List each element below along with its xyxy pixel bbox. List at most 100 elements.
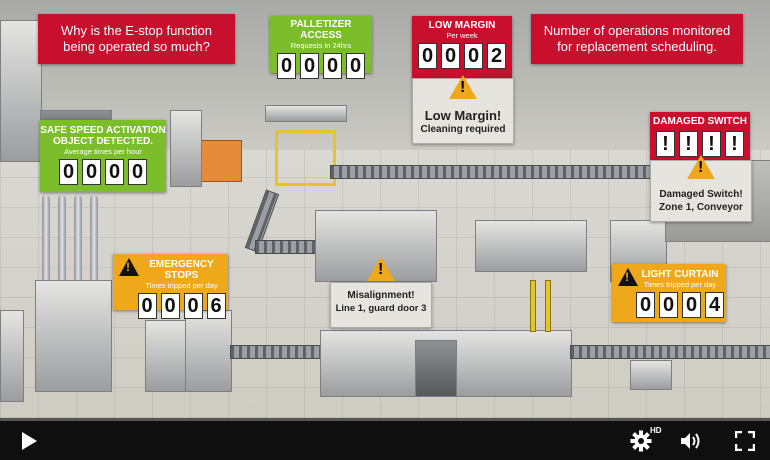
main-line-panel xyxy=(415,340,457,397)
palletizer-frame xyxy=(170,110,202,187)
panel-title: LOW MARGIN xyxy=(428,20,496,31)
panel-subtitle: Average times per hour xyxy=(64,147,142,156)
settings-button[interactable]: HD xyxy=(624,426,662,456)
front-conveyor-left xyxy=(230,345,327,359)
alert-title: Damaged Switch! xyxy=(659,189,743,200)
warning-icon xyxy=(618,268,638,286)
orange-cell xyxy=(195,140,242,182)
play-icon xyxy=(22,432,37,450)
estop-question-text: Why is the E-stop function being operate… xyxy=(60,23,212,54)
low-margin-alert[interactable]: Low Margin! Cleaning required xyxy=(412,75,514,144)
counter-digit: ! xyxy=(725,131,744,157)
warning-icon xyxy=(119,258,139,276)
counter-digit: 0 xyxy=(300,53,319,79)
panel-subtitle: Per week xyxy=(446,31,478,40)
left-hopper xyxy=(0,310,24,402)
hd-badge: HD xyxy=(650,426,662,435)
counter-digit: 0 xyxy=(323,53,342,79)
counter-digit: 4 xyxy=(705,292,724,318)
rear-conveyor xyxy=(330,165,652,179)
counter-digit: 0 xyxy=(659,292,678,318)
fullscreen-icon xyxy=(735,431,755,451)
counter: ! ! ! ! xyxy=(650,131,750,157)
counter-digit: 0 xyxy=(418,43,437,69)
alert-detail: Line 1, guard door 3 xyxy=(335,303,427,314)
counter: 0 0 0 2 xyxy=(412,43,512,69)
light-curtain-post xyxy=(545,280,551,332)
damaged-switch-alert[interactable]: Damaged Switch! Zone 1, Conveyor xyxy=(650,155,752,222)
counter-digit: 0 xyxy=(82,159,101,185)
factory-scene[interactable]: Why is the E-stop function being operate… xyxy=(0,0,770,418)
counter-digit: 0 xyxy=(128,159,147,185)
counter-digit: 6 xyxy=(206,293,226,319)
pipe xyxy=(74,195,82,285)
warning-icon xyxy=(449,75,477,99)
counter-digit: 0 xyxy=(346,53,365,79)
front-conveyor-right xyxy=(570,345,770,359)
alert-title: Low Margin! xyxy=(424,108,502,123)
left-rack xyxy=(0,20,42,162)
low-margin-panel[interactable]: LOW MARGIN Per week 0 0 0 2 xyxy=(412,16,512,78)
volume-icon xyxy=(681,433,700,449)
counter: 0 0 0 6 xyxy=(135,293,228,319)
filler-tank xyxy=(35,280,112,392)
volume-button[interactable] xyxy=(676,426,706,456)
counter-digit: ! xyxy=(656,131,675,157)
counter-digit: 0 xyxy=(160,293,180,319)
counter-digit: 0 xyxy=(682,292,701,318)
alert-title: Misalignment! xyxy=(347,290,415,301)
wrapper-machine xyxy=(475,220,587,272)
counter-digit: ! xyxy=(679,131,698,157)
fullscreen-button[interactable] xyxy=(730,426,760,456)
panel-subtitle: Times tripped per day xyxy=(145,281,218,290)
light-curtain-panel[interactable]: LIGHT CURTAIN Times tripped per day 0 0 … xyxy=(612,264,726,322)
counter: 0 0 0 4 xyxy=(634,292,726,318)
safe-speed-panel[interactable]: SAFE SPEED ACTIVATION OBJECT DETECTED. A… xyxy=(40,120,166,192)
warning-icon xyxy=(367,257,395,281)
alert-detail: Cleaning required xyxy=(420,124,506,135)
play-button[interactable] xyxy=(14,426,44,456)
counter: 0 0 0 0 xyxy=(270,53,372,79)
palletizer-beam xyxy=(265,105,347,122)
emergency-stops-panel[interactable]: EMERGENCY STOPS Times tripped per day 0 … xyxy=(113,254,228,319)
panel-subtitle: Requests in 24hrs xyxy=(290,41,352,50)
panel-title-line2: OBJECT DETECTED. xyxy=(52,136,153,147)
counter-digit: 0 xyxy=(183,293,203,319)
counter-digit: ! xyxy=(702,131,721,157)
panel-title: PALLETIZER ACCESS xyxy=(290,19,352,41)
press-machine xyxy=(185,310,232,392)
counter-digit: 0 xyxy=(59,159,78,185)
counter-digit: 0 xyxy=(105,159,124,185)
light-curtain-post xyxy=(530,280,536,332)
pipe xyxy=(58,195,66,285)
estop-question-banner: Why is the E-stop function being operate… xyxy=(38,14,235,64)
counter-digit: 2 xyxy=(487,43,506,69)
counter-digit: 0 xyxy=(137,293,157,319)
panel-subtitle: Times tripped per day xyxy=(643,280,717,289)
yellow-cage xyxy=(275,130,336,186)
counter-digit: 0 xyxy=(441,43,460,69)
player-control-bar: HD xyxy=(0,418,770,460)
lower-conveyor xyxy=(255,240,317,254)
pipe xyxy=(42,195,50,285)
end-machine xyxy=(630,360,672,390)
gear-icon xyxy=(630,430,652,452)
panel-title-line1: SAFE SPEED ACTIVATION xyxy=(40,125,166,136)
palletizer-access-panel[interactable]: PALLETIZER ACCESS Requests in 24hrs 0 0 … xyxy=(270,16,372,79)
counter: 0 0 0 0 xyxy=(40,159,166,185)
damaged-switch-panel[interactable]: DAMAGED SWITCH ! ! ! ! xyxy=(650,112,750,160)
operations-monitored-text: Number of operations monitored for repla… xyxy=(543,23,731,54)
counter-digit: 0 xyxy=(277,53,296,79)
counter-digit: 0 xyxy=(464,43,483,69)
panel-title: DAMAGED SWITCH xyxy=(653,116,747,127)
control-cabinet xyxy=(145,320,187,392)
progress-bar[interactable] xyxy=(0,418,770,421)
panel-title: EMERGENCY STOPS xyxy=(149,259,214,281)
panel-title: LIGHT CURTAIN xyxy=(641,269,719,280)
alert-detail: Zone 1, Conveyor xyxy=(659,202,743,213)
warning-icon xyxy=(687,155,715,179)
operations-monitored-banner: Number of operations monitored for repla… xyxy=(531,14,743,64)
pipe xyxy=(90,195,98,285)
counter-digit: 0 xyxy=(636,292,655,318)
misalignment-alert[interactable]: Misalignment! Line 1, guard door 3 xyxy=(330,257,432,328)
